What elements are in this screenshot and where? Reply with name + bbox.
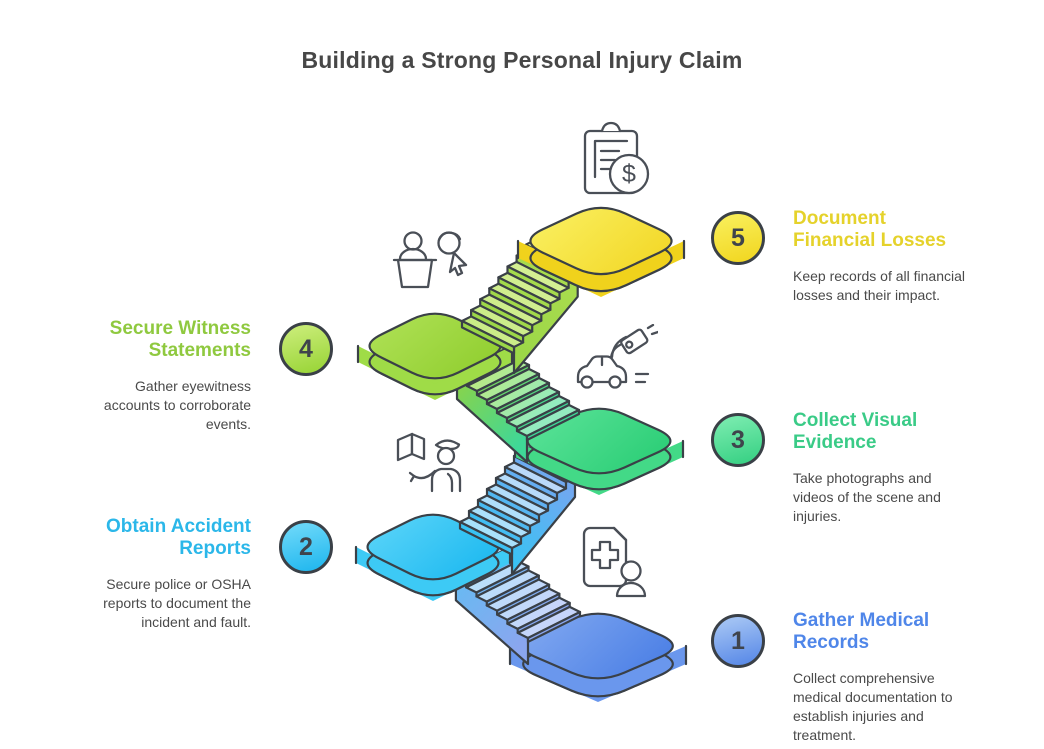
medical-records-icon [574,524,656,605]
witness-icon [392,228,478,305]
step-5-title: Document Financial Losses [793,208,947,251]
step-3-description: Take photographs and videos of the scene… [793,470,941,524]
step-3-badge: 3 [711,413,765,467]
step-1-title: Gather Medical Records [793,610,930,653]
step-4-text: Secure Witness Statements Gather eyewitn… [76,318,251,434]
police-report-icon [390,424,476,503]
step-5-text: Document Financial Losses Keep records o… [793,208,968,305]
step-5-description: Keep records of all financial losses and… [793,268,965,303]
step-5-badge: 5 [711,211,765,265]
step-3-title: Collect Visual Evidence [793,410,918,453]
step-3-number: 3 [731,425,745,454]
step-1-description: Collect comprehensive medical documentat… [793,670,953,743]
step-1-badge: 1 [711,614,765,668]
step-2-description: Secure police or OSHA reports to documen… [103,576,251,630]
step-3-text: Collect Visual Evidence Take photographs… [793,410,968,526]
step-2-badge: 2 [279,520,333,574]
step-1-number: 1 [731,626,745,655]
step-1-text: Gather Medical Records Collect comprehen… [793,610,968,745]
clipboard-dollar-icon: $ [571,118,663,207]
step-2-number: 2 [299,532,313,561]
step-2-text: Obtain Accident Reports Secure police or… [76,516,251,632]
step-4-description: Gather eyewitness accounts to corroborat… [103,378,251,432]
page-title: Building a Strong Personal Injury Claim [301,47,743,73]
step-2-title: Obtain Accident Reports [106,516,251,559]
step-4-badge: 4 [279,322,333,376]
step-5-number: 5 [731,223,745,252]
car-camera-icon [568,323,660,403]
step-4-number: 4 [299,334,313,363]
dollar-glyph: $ [622,160,636,188]
step-4-title: Secure Witness Statements [109,318,251,361]
